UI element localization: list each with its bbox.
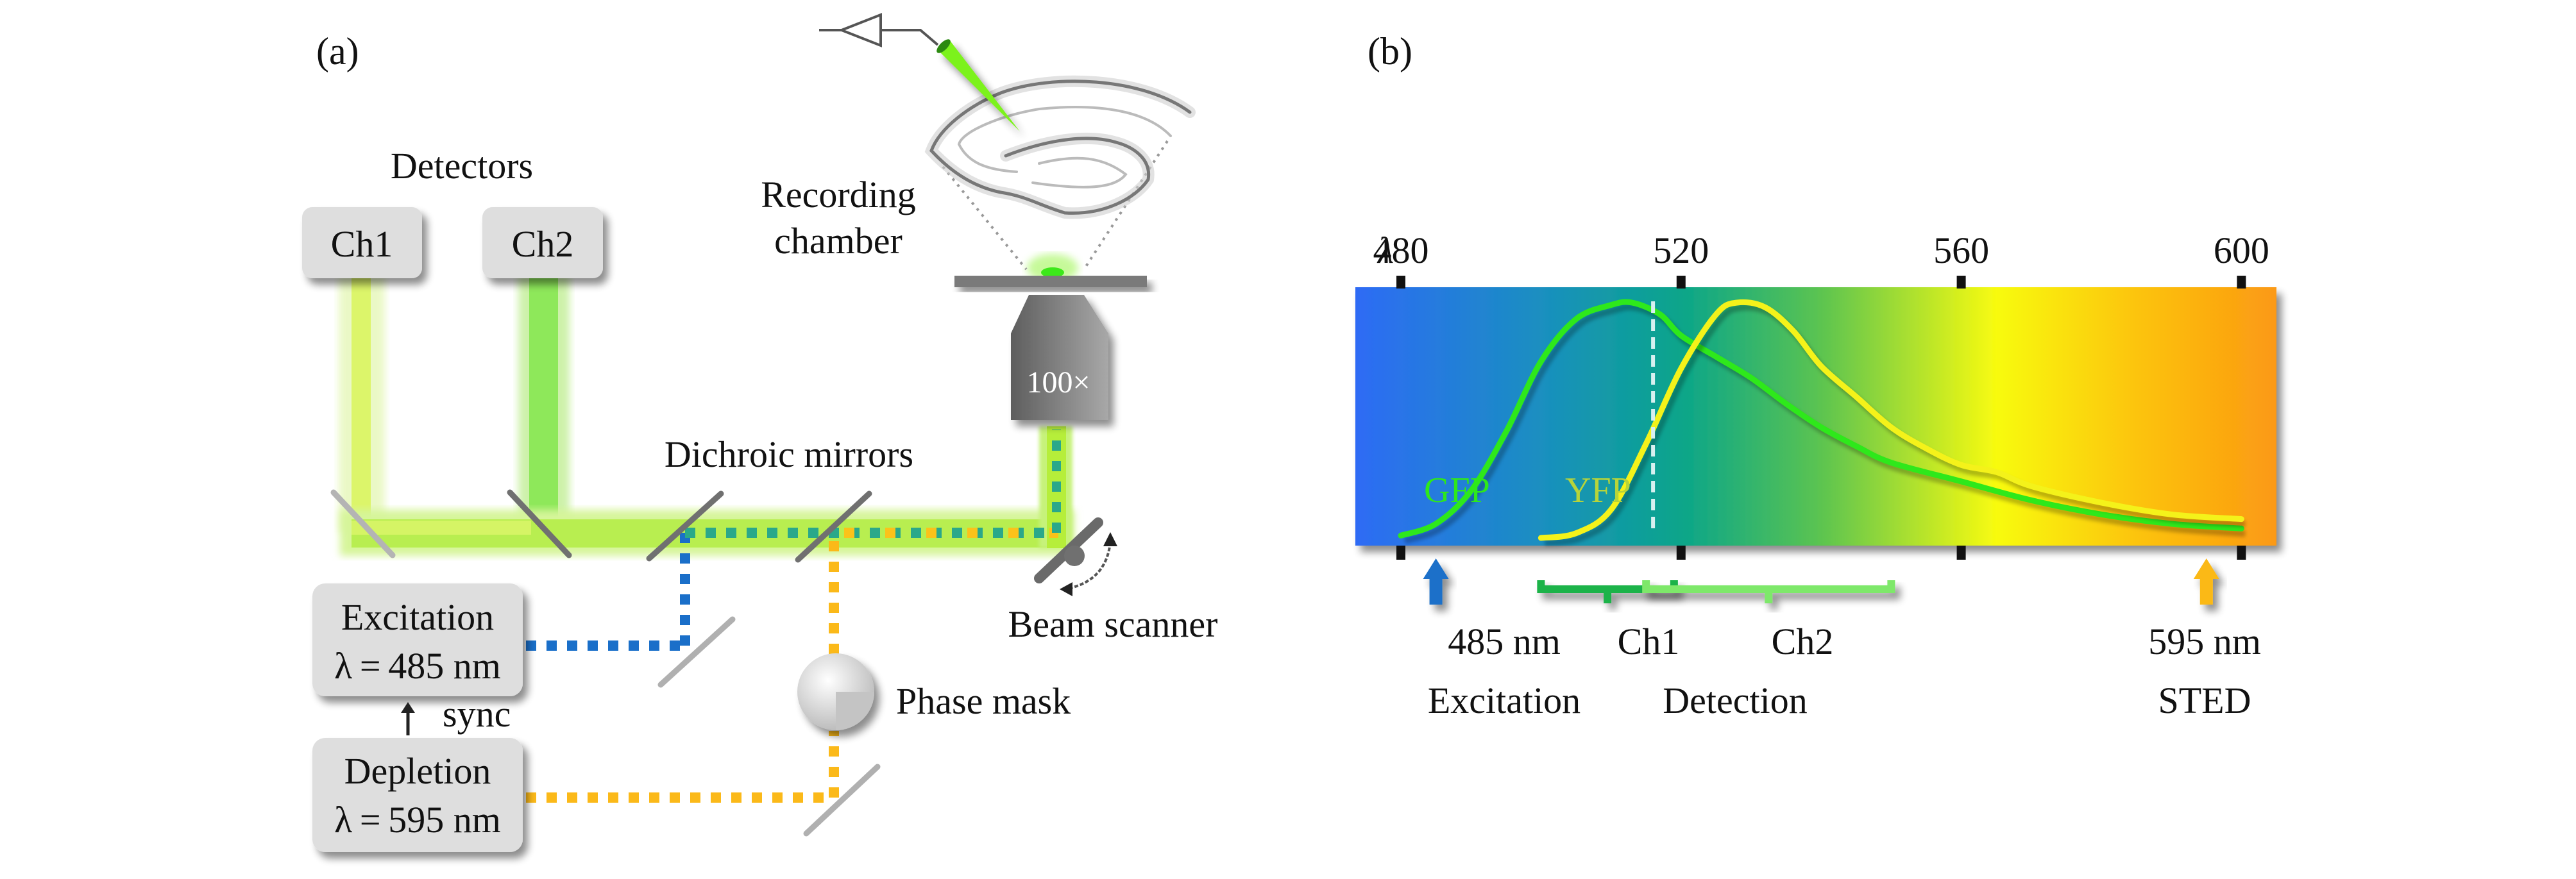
dichroic-mirror-1 (646, 490, 724, 562)
sted-arrow-icon (2193, 558, 2219, 605)
sync-label: sync (443, 693, 511, 735)
detector-ch1-label: Ch1 (331, 223, 393, 265)
gfp-label: GFP (1424, 471, 1490, 510)
mirrors (330, 489, 881, 837)
x-tick-label-520: 520 (1653, 230, 1709, 271)
excitation-laser-label: Excitation (341, 596, 494, 638)
spectrum-chart: 480 520 560 600 (1355, 230, 2276, 605)
yfp-emission-curve (1538, 299, 2244, 541)
sted-wavelength-label: 595 nm (2148, 621, 2261, 662)
objective-body (1011, 295, 1108, 420)
dichroic-mirror-2 (795, 490, 872, 563)
stage-plate (954, 276, 1147, 287)
detector-ch1-box (302, 207, 422, 278)
x-tick-top-600 (2237, 276, 2246, 289)
excitation-caption: Excitation (1428, 680, 1580, 721)
pipette-body (938, 40, 1020, 131)
x-tick-bottom-520 (1676, 546, 1686, 560)
series-layer (1398, 299, 2246, 546)
detection-ch1-label: Ch1 (1618, 621, 1680, 662)
detection-ch2-label: Ch2 (1772, 621, 1834, 662)
panel-b-label: (b) (1368, 30, 1412, 72)
sted-caption: STED (2158, 680, 2251, 721)
recording-chamber-label-1: Recording (761, 174, 916, 215)
excitation-arrow-icon (1423, 558, 1449, 605)
laser-paths (526, 430, 1061, 803)
sample-spot (1041, 267, 1064, 278)
depletion-laser-label: Depletion (344, 750, 491, 792)
scanner-pivot (1064, 546, 1085, 566)
lambda-axis-symbol: λ (1377, 230, 1394, 271)
detection-caption: Detection (1663, 680, 1807, 721)
excitation-laser (312, 583, 523, 696)
projection-line-right (1083, 140, 1169, 271)
pipette-wire (881, 29, 939, 46)
beam-scanner (1034, 517, 1117, 596)
x-tick-bottom-560 (1956, 546, 1966, 560)
scan-arrow-left-icon (1060, 582, 1072, 596)
slice-outline (929, 80, 1192, 215)
scan-arrow-up-icon (1103, 532, 1117, 546)
gfp-emission-curve (1398, 299, 2244, 539)
phase-mask-quadrant (836, 692, 874, 730)
objective-magnification: 100× (1026, 365, 1090, 399)
annotation-layer (1423, 301, 2219, 605)
excitation-laser-box (312, 583, 523, 696)
slice-shadow (924, 75, 1196, 219)
excitation-mirror (657, 616, 736, 688)
spectrum-background (1355, 287, 2276, 546)
panel-b: (b) λ 480 520 560 600 GFP YFP 485 nm Excita… (1355, 30, 2276, 721)
x-tick-bottom-480 (1396, 546, 1405, 560)
ch2-detection-bracket (1642, 580, 1895, 603)
mirror-ch2 (507, 489, 572, 558)
phase-mask-label: Phase mask (896, 680, 1071, 722)
recording-chamber-label-2: chamber (774, 220, 902, 262)
ch1-beam (352, 276, 371, 532)
detectors-title: Detectors (391, 145, 533, 187)
objective: 100× (1011, 295, 1108, 420)
mirror-ch1 (330, 489, 396, 558)
depletion-laser-wavelength: λ = 595 nm (334, 799, 501, 841)
brain-slice (924, 75, 1196, 219)
detector-ch2-label: Ch2 (512, 223, 574, 265)
slice-inner-contour-2 (1031, 156, 1128, 188)
detector-beams (339, 276, 570, 532)
x-tick-top-480 (1396, 276, 1405, 289)
recording-stage (942, 140, 1169, 287)
excitation-wavelength-label: 485 nm (1448, 621, 1561, 662)
x-tick-top-520 (1676, 276, 1686, 289)
panel-a-label: (a) (316, 30, 359, 72)
phase-mask (797, 653, 874, 730)
slice-inner-contour-1 (957, 105, 1172, 173)
detector-ch2 (482, 207, 603, 278)
projection-line-left (942, 165, 1028, 271)
dichroic-mirrors-label: Dichroic mirrors (665, 433, 913, 475)
x-tick-top-560 (1956, 276, 1966, 289)
detector-ch2-box (482, 207, 603, 278)
depletion-mirror (803, 764, 881, 837)
sync-arrow-icon (401, 702, 415, 713)
yfp-label: YFP (1565, 471, 1631, 510)
depletion-laser-box (312, 738, 523, 852)
ch1-detection-bracket (1537, 580, 1678, 603)
depletion-laser (312, 738, 523, 852)
x-tick-label-560: 560 (1933, 230, 1989, 271)
x-tick-label-480: 480 (1373, 230, 1428, 271)
scan-arc (1067, 541, 1112, 590)
detector-ch1 (302, 207, 422, 278)
amplifier-icon (838, 13, 882, 47)
beam-yellow-band (352, 521, 531, 535)
patch-pipette (819, 13, 1020, 131)
pipette-opening (936, 39, 951, 53)
x-axis-tick-labels: 480 520 560 600 (1373, 230, 2269, 271)
ch2-beam (529, 276, 558, 532)
x-tick-label-600: 600 (2214, 230, 2269, 271)
excitation-laser-wavelength: λ = 485 nm (334, 645, 501, 687)
x-tick-bottom-600 (2237, 546, 2246, 560)
beam-scanner-label: Beam scanner (1008, 603, 1218, 645)
panel-a: (a) (302, 13, 1218, 852)
x-axis-ticks (1396, 276, 2246, 560)
